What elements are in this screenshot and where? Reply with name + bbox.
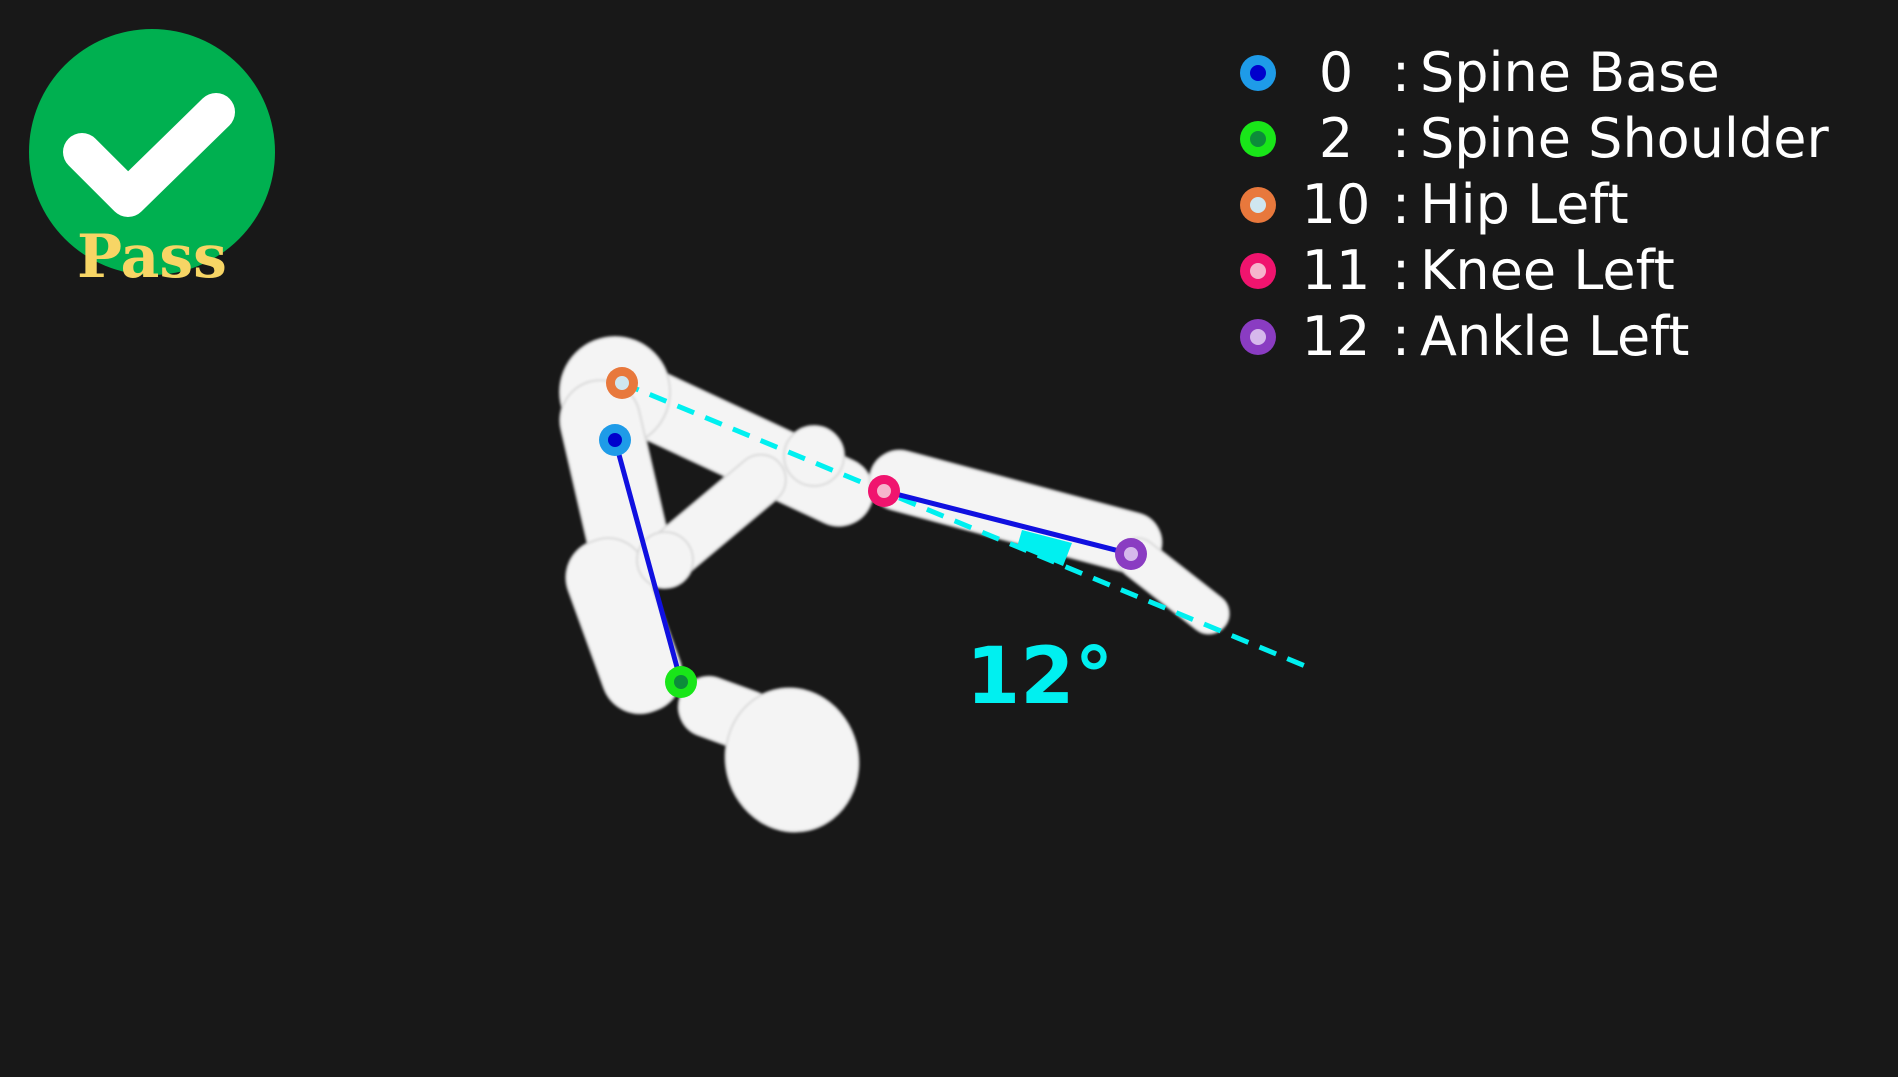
legend-dot-icon bbox=[1240, 187, 1276, 223]
legend-separator: : bbox=[1391, 239, 1411, 302]
legend-dot-icon bbox=[1240, 319, 1276, 355]
bone-spine bbox=[612, 439, 684, 683]
joint-legend: 0 : Spine Base 2 : Spine Shoulder 10 : H… bbox=[1240, 40, 1829, 370]
legend-item: 2 : Spine Shoulder bbox=[1240, 106, 1829, 172]
legend-name: Hip Left bbox=[1420, 173, 1629, 236]
legend-index: 2 bbox=[1318, 107, 1354, 170]
legend-separator: : bbox=[1391, 173, 1411, 236]
joint-markers bbox=[599, 367, 1147, 698]
reference-line bbox=[621, 380, 1311, 671]
legend-item: 10 : Hip Left bbox=[1240, 172, 1829, 238]
legend-item: 0 : Spine Base bbox=[1240, 40, 1829, 106]
bone-shin bbox=[883, 488, 1132, 557]
legend-index: 10 bbox=[1301, 173, 1371, 236]
legend-item: 11 : Knee Left bbox=[1240, 238, 1829, 304]
legend-item: 12 : Ankle Left bbox=[1240, 304, 1829, 370]
joint-marker-spine-shoulder bbox=[665, 666, 697, 698]
legend-index: 0 bbox=[1318, 41, 1354, 104]
mannequin-body bbox=[559, 336, 1230, 833]
checkmark-icon bbox=[63, 93, 235, 217]
legend-index: 11 bbox=[1301, 239, 1371, 302]
joint-marker-hip-left bbox=[606, 367, 638, 399]
joint-marker-spine-base bbox=[599, 424, 631, 456]
legend-separator: : bbox=[1391, 305, 1411, 368]
head bbox=[724, 687, 860, 833]
legend-name: Spine Base bbox=[1420, 41, 1720, 104]
legend-name: Knee Left bbox=[1420, 239, 1675, 302]
legend-index: 12 bbox=[1301, 305, 1371, 368]
legend-dot-icon bbox=[1240, 121, 1276, 157]
legend-name: Ankle Left bbox=[1420, 305, 1690, 368]
joint-marker-knee-left bbox=[868, 475, 900, 507]
joint-marker-ankle-left bbox=[1115, 538, 1147, 570]
legend-dot-icon bbox=[1240, 55, 1276, 91]
pass-badge bbox=[29, 29, 275, 275]
legend-separator: : bbox=[1391, 41, 1411, 104]
pass-label: Pass bbox=[77, 222, 227, 292]
angle-label: 12° bbox=[966, 632, 1114, 722]
legend-separator: : bbox=[1391, 107, 1411, 170]
angle-marker bbox=[1017, 530, 1072, 566]
legend-name: Spine Shoulder bbox=[1420, 107, 1829, 170]
legend-dot-icon bbox=[1240, 253, 1276, 289]
